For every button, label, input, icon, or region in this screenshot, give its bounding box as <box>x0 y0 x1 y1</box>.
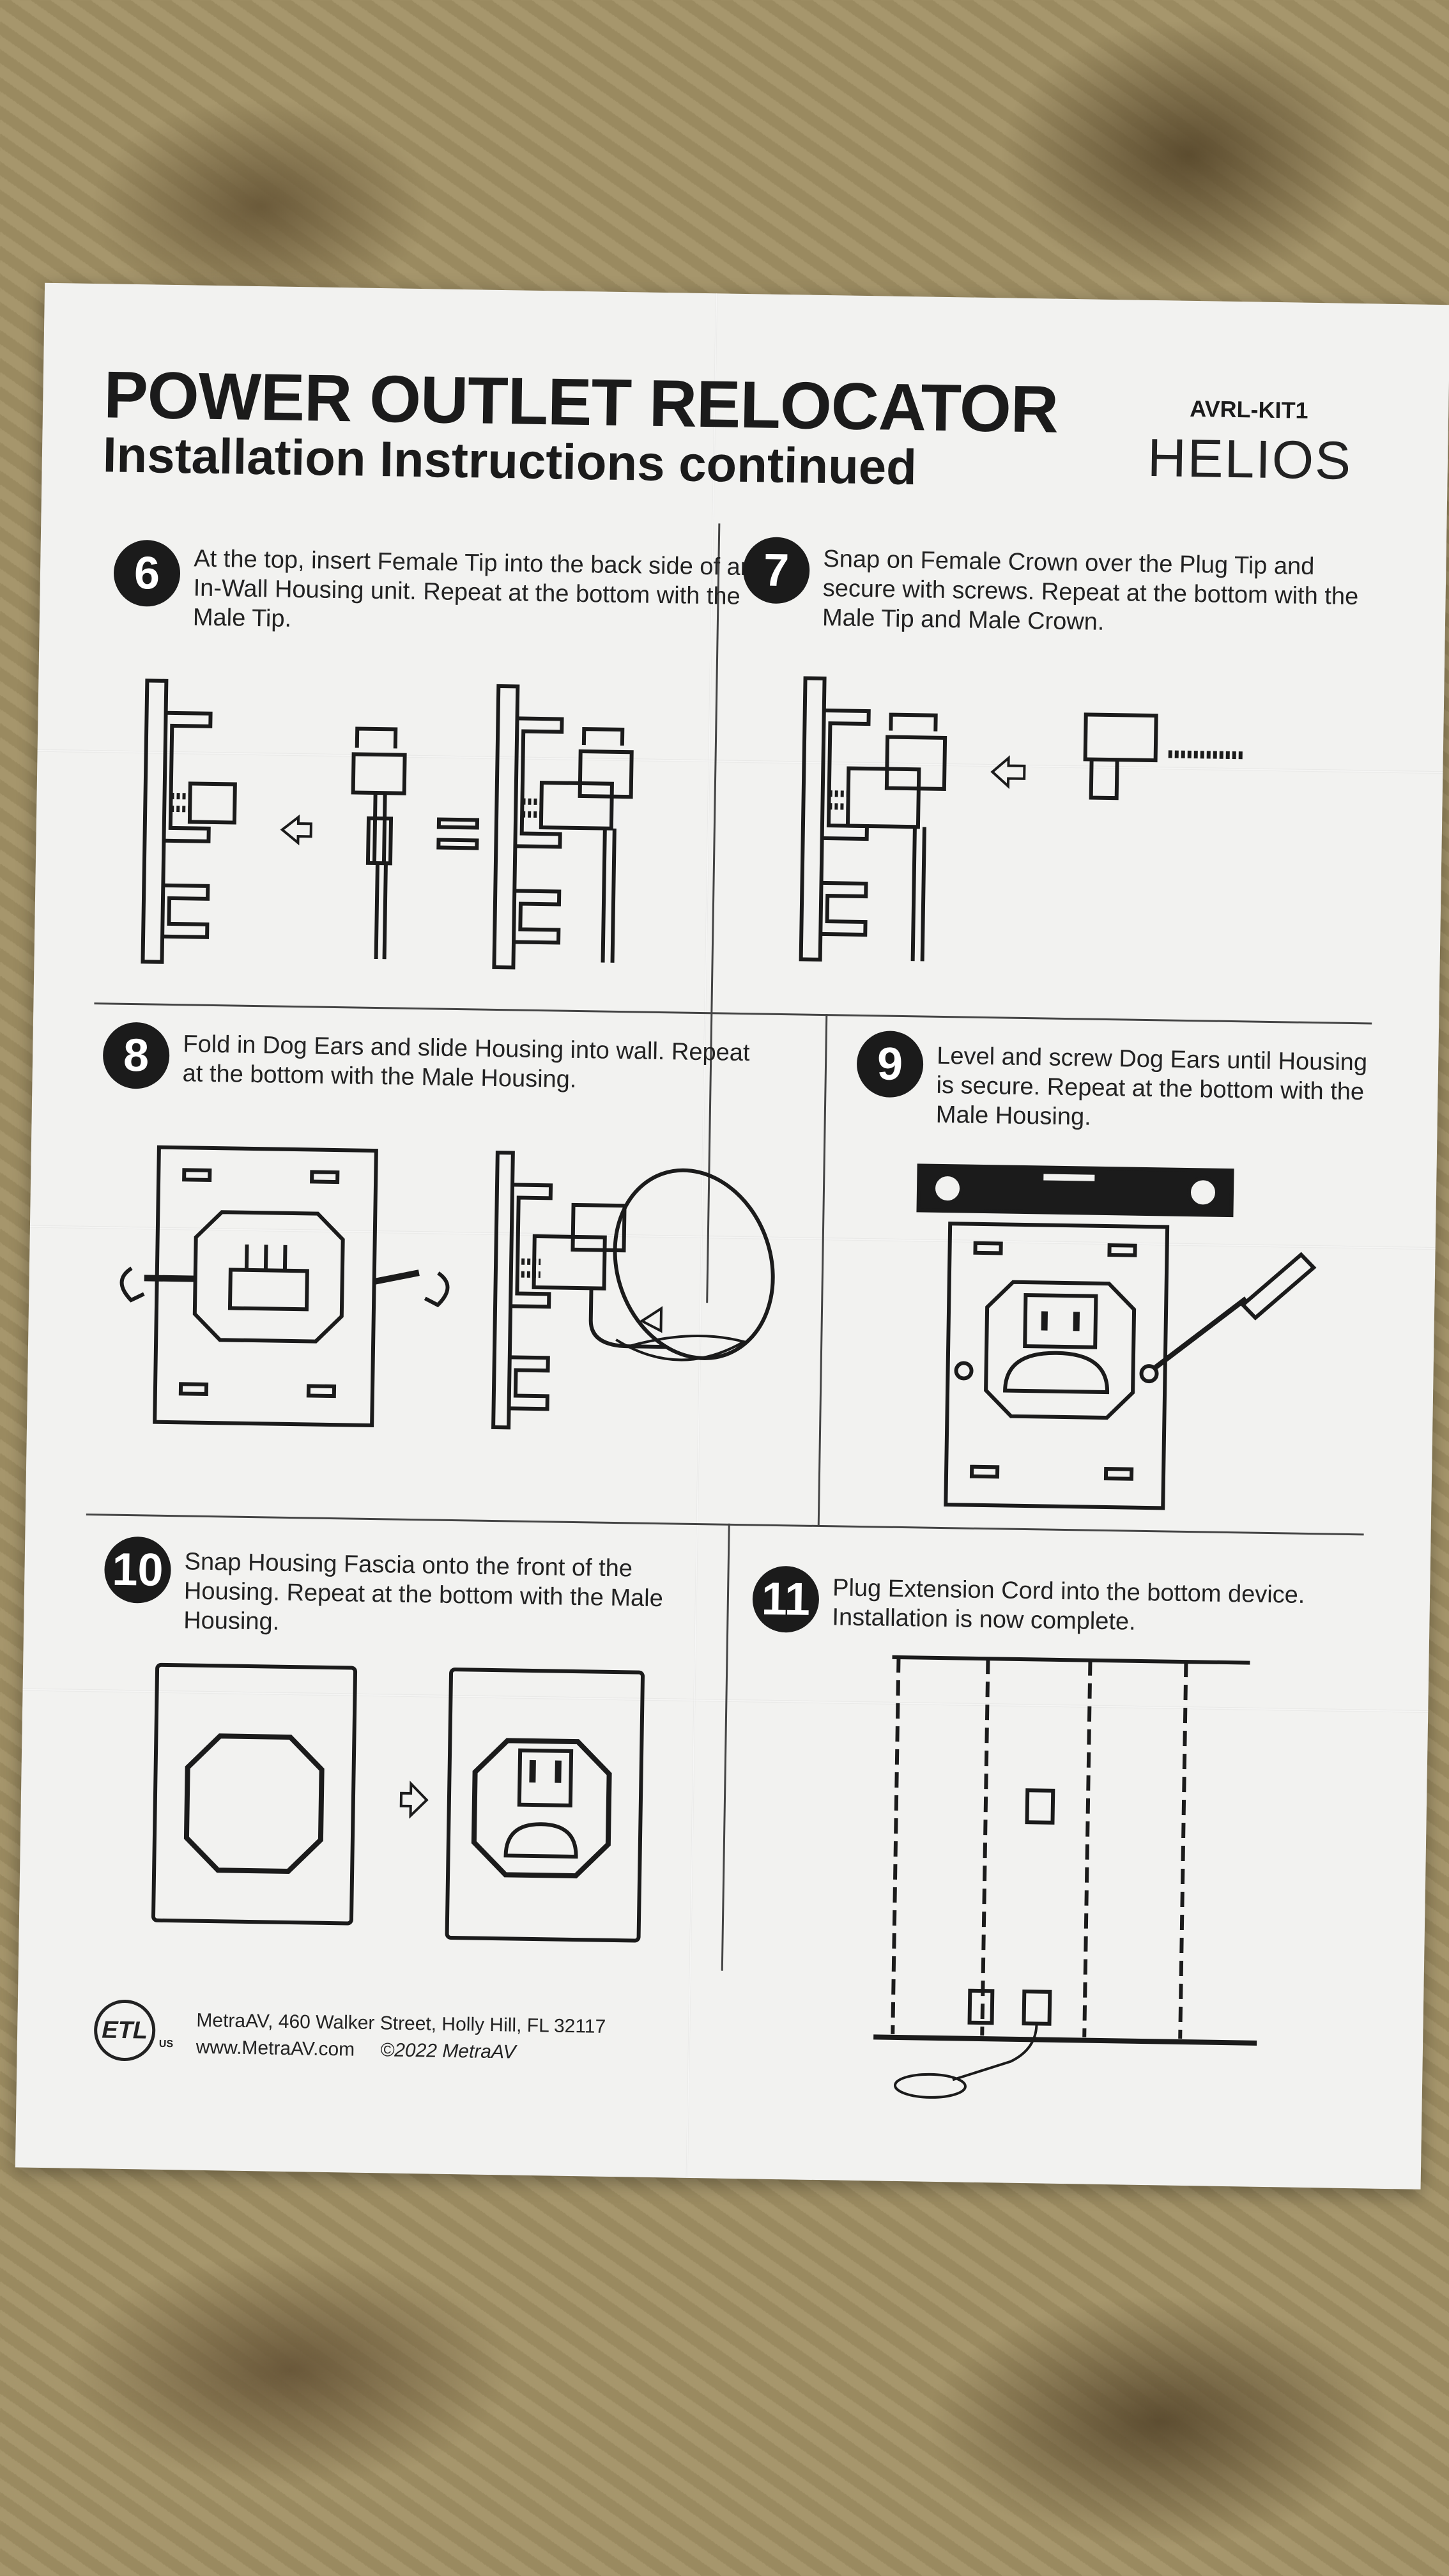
divider-vertical-middle <box>817 1014 828 1526</box>
footer-address-block: MetraAV, 460 Walker Street, Holly Hill, … <box>195 2007 606 2067</box>
step-11-illustration <box>873 1655 1257 2099</box>
step-10-text: Snap Housing Fascia onto the front of th… <box>183 1548 664 1636</box>
step-10-number: 10 <box>103 1536 172 1604</box>
step-6-illustration <box>141 678 634 970</box>
step-6-number: 6 <box>113 539 181 608</box>
step-11-number: 11 <box>752 1565 820 1634</box>
step-8-text: Fold in Dog Ears and slide Housing into … <box>182 1031 750 1093</box>
step-7-text: Snap on Female Crown over the Plug Tip a… <box>822 545 1359 636</box>
page-subtitle: Installation Instructions continued <box>102 426 917 496</box>
etl-certification-mark: ETL <box>93 1999 156 2062</box>
step-8-number: 8 <box>102 1022 170 1089</box>
copyright-notice: ©2022 MetraAV <box>379 2039 516 2063</box>
instruction-sheet: POWER OUTLET RELOCATOR Installation Inst… <box>15 282 1449 2189</box>
step-9-number: 9 <box>856 1030 924 1098</box>
step-10-illustration <box>151 1662 645 1943</box>
etl-region-label: US <box>158 2038 174 2050</box>
step-7-number: 7 <box>742 536 811 604</box>
step-8-illustration <box>119 1145 775 1430</box>
divider-horizontal-1 <box>94 1002 1372 1025</box>
step-6-text: At the top, insert Female Tip into the b… <box>192 545 755 632</box>
brand-logo: HELIOS <box>1147 427 1353 491</box>
company-website: www.MetraAV.com <box>195 2036 355 2060</box>
step-9-illustration <box>916 1163 1317 1510</box>
step-9-text: Level and screw Dog Ears until Housing i… <box>935 1042 1368 1131</box>
model-number: AVRL-KIT1 <box>1189 395 1308 424</box>
step-7-illustration <box>799 676 1245 962</box>
step-11-text: Plug Extension Cord into the bottom devi… <box>832 1574 1305 1636</box>
